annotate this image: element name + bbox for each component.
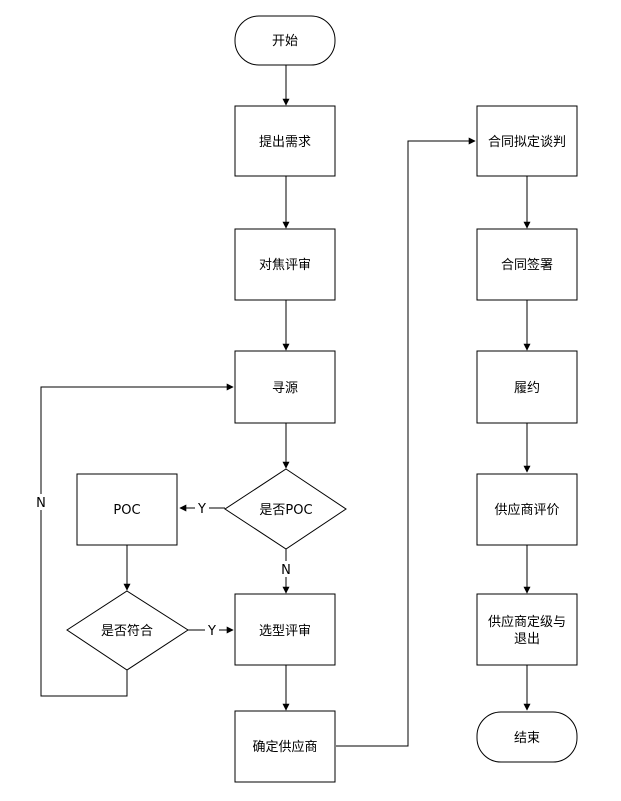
node-focus-review-label: 对焦评审 (259, 258, 311, 273)
node-is-poc-label: 是否POC (259, 503, 312, 518)
edge-is-match-to-sourcing (40, 383, 234, 697)
node-selection-review (234, 593, 336, 666)
node-is-match-label: 是否符合 (101, 623, 153, 639)
node-contract-negotiation-label: 合同拟定谈判 (488, 135, 566, 150)
node-performance (476, 350, 578, 424)
node-supplier-grading-label-line1: 供应商定级与 (488, 614, 566, 630)
node-is-poc (224, 468, 347, 550)
node-supplier-evaluation (476, 473, 578, 546)
node-poc-label: POC (113, 503, 140, 518)
node-sourcing (234, 350, 336, 424)
node-contract-signing (476, 228, 578, 301)
node-contract-signing-label: 合同签署 (501, 257, 553, 273)
node-supplier-grading-label-line2: 退出 (514, 632, 540, 647)
label-bg-match-no (34, 494, 48, 510)
node-end-label: 结束 (514, 731, 540, 746)
node-performance-label: 履约 (514, 381, 540, 396)
node-contract-negotiation (476, 105, 578, 177)
node-supplier-grading (476, 593, 578, 666)
label-bg-poc-no (279, 561, 293, 577)
node-focus-review (234, 228, 336, 301)
node-is-match (66, 590, 189, 671)
node-end (476, 711, 578, 763)
node-confirm-supplier (234, 710, 336, 783)
node-poc (76, 473, 178, 546)
node-start-label: 开始 (272, 34, 298, 49)
node-requirement-label: 提出需求 (259, 134, 311, 150)
edge-label-poc-yes: Y (197, 502, 206, 517)
node-requirement (234, 105, 336, 177)
node-selection-review-label: 选型评审 (259, 624, 311, 639)
node-supplier-evaluation-label: 供应商评价 (494, 502, 559, 518)
edge-label-poc-no: N (281, 563, 291, 578)
node-confirm-supplier-label: 确定供应商 (252, 739, 317, 755)
edge-label-match-yes: Y (207, 624, 216, 639)
label-bg-poc-yes (195, 500, 209, 516)
edge-confirm-supplier-to-contract-negotiation (336, 137, 476, 747)
label-bg-match-yes (205, 622, 219, 638)
edge-label-match-no: N (36, 496, 46, 511)
node-start (234, 15, 336, 66)
node-sourcing-label: 寻源 (272, 381, 298, 396)
